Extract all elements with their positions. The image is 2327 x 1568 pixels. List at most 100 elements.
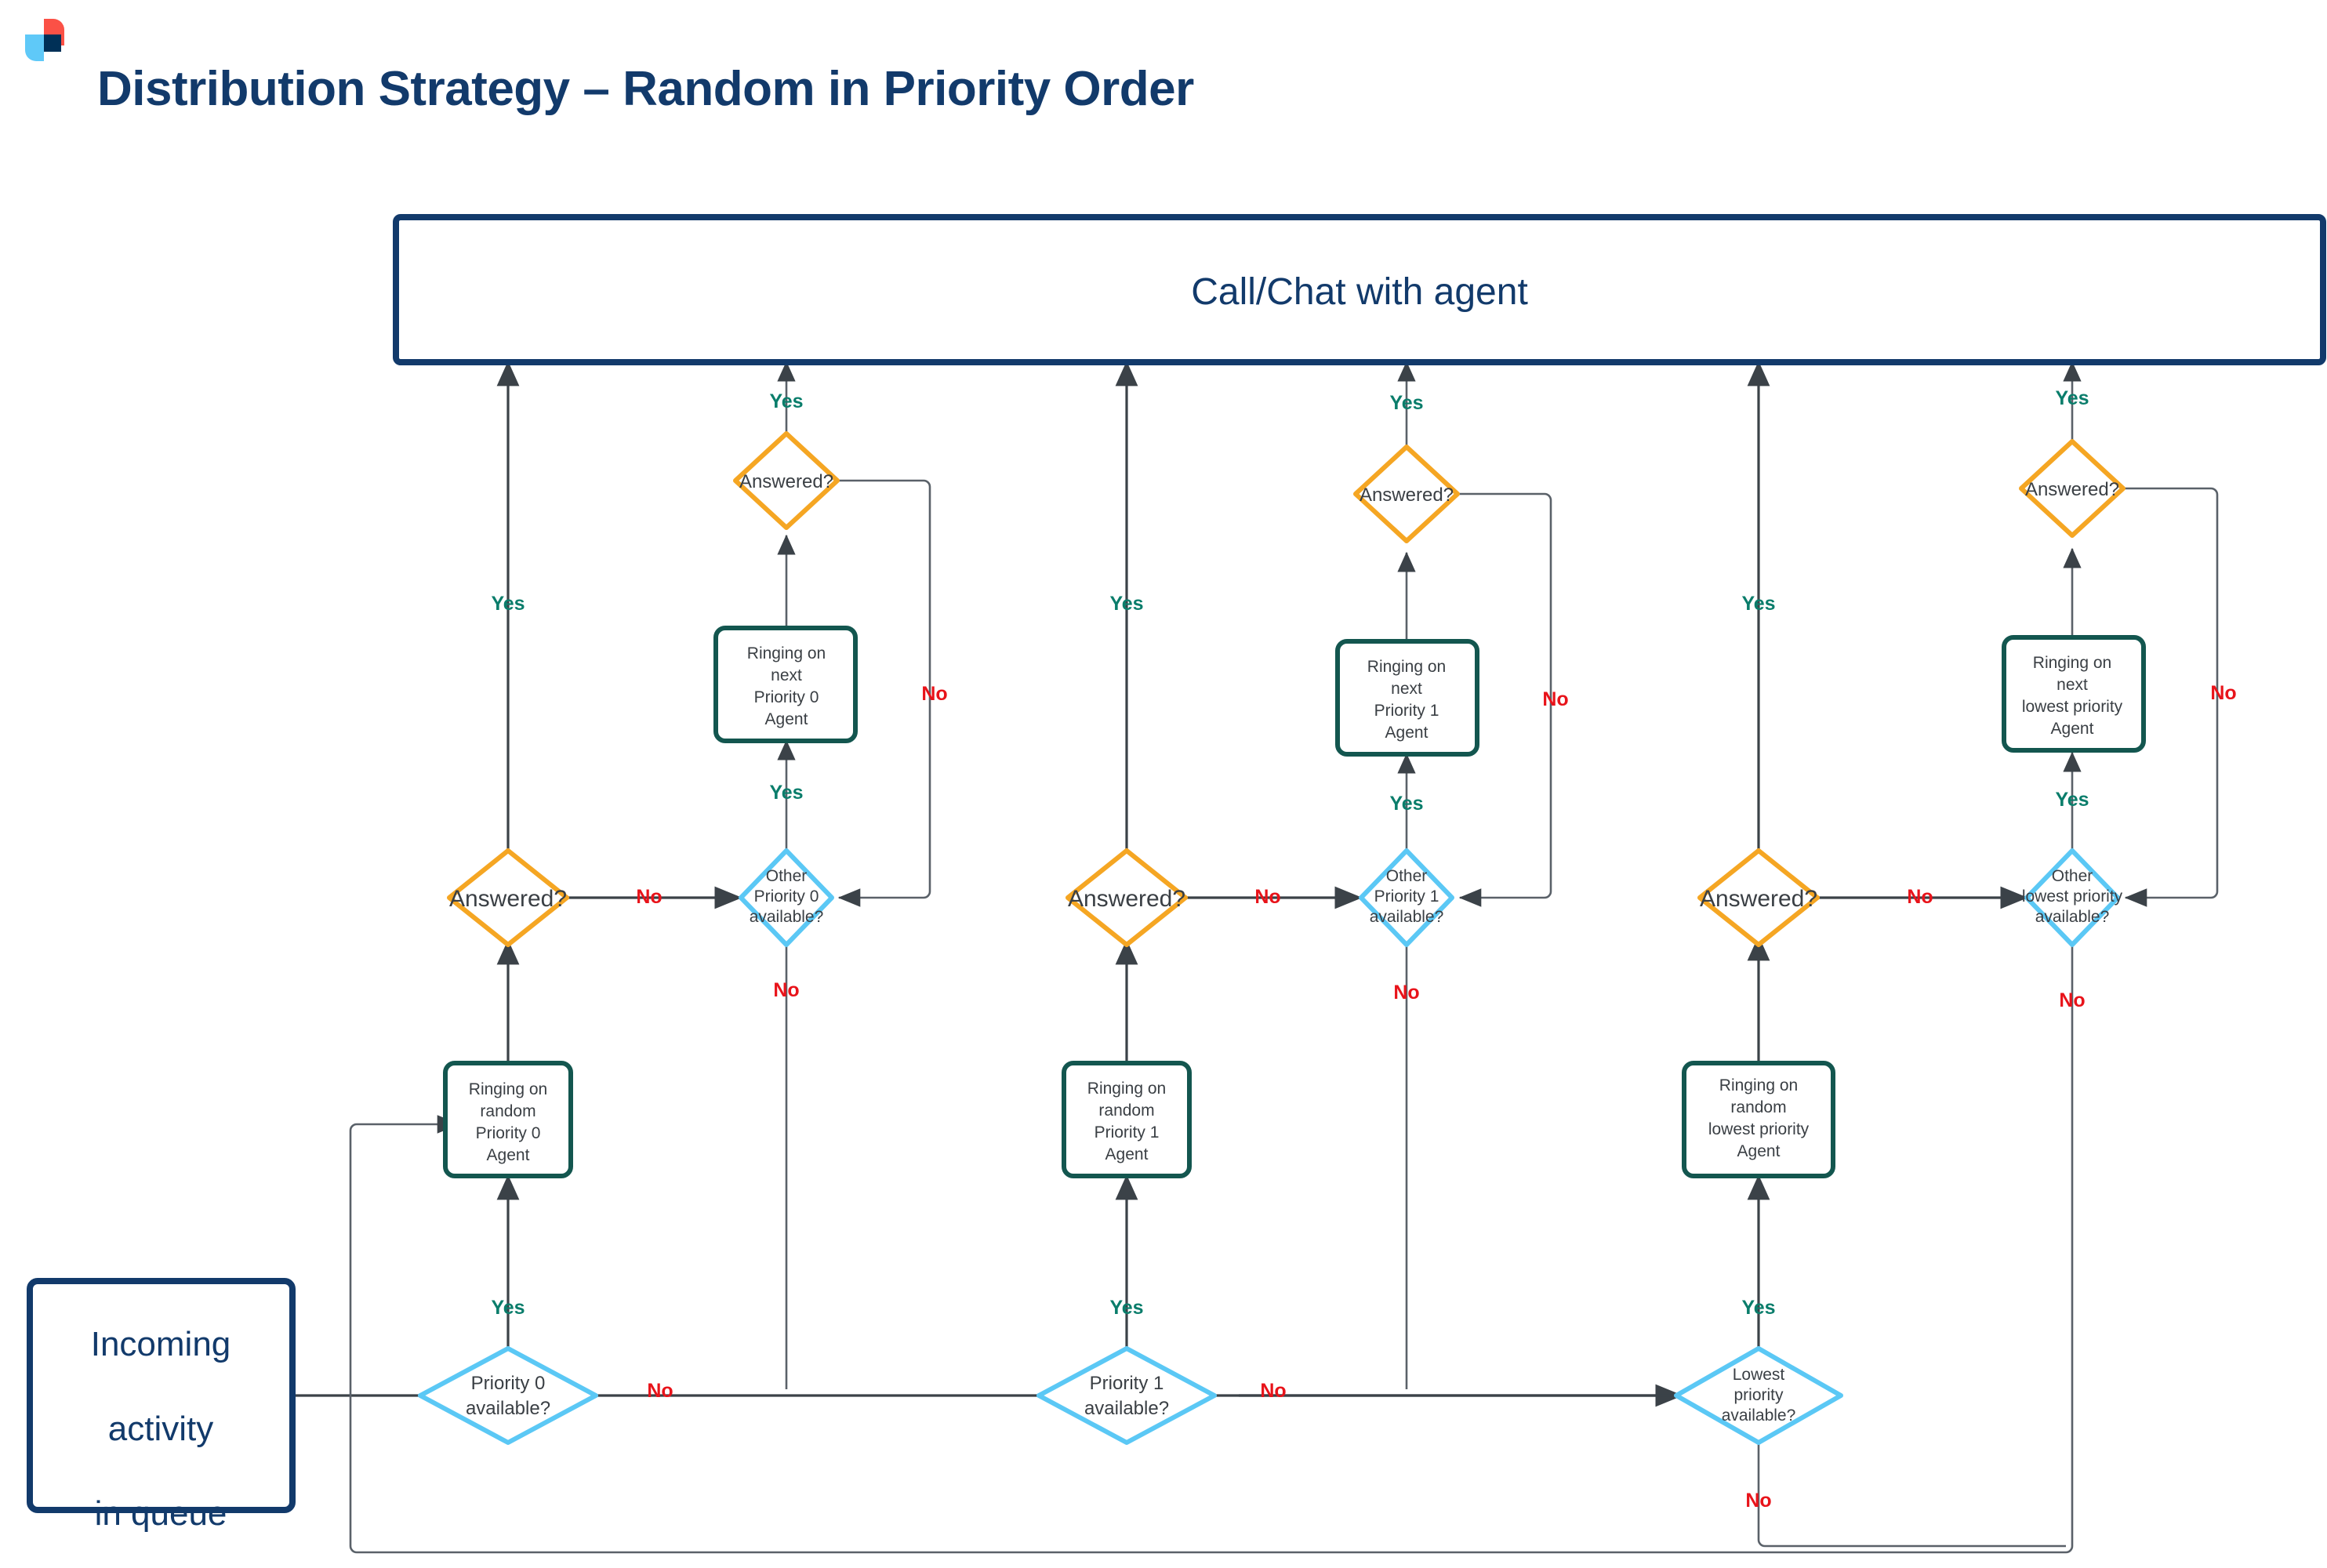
p0-other-line-3: available? bbox=[750, 908, 824, 926]
p0-entry-line-2: available? bbox=[466, 1398, 550, 1419]
label-p0-entry-no: No bbox=[647, 1380, 673, 1402]
label-p0-other-yes: Yes bbox=[769, 782, 803, 804]
app-logo bbox=[22, 17, 66, 69]
label-p1-other-yes: Yes bbox=[1389, 793, 1423, 815]
edges bbox=[292, 361, 2219, 1554]
p1-entry-line-1: Priority 1 bbox=[1090, 1373, 1164, 1394]
logo-navy-square bbox=[44, 34, 61, 52]
lp-answered2-label: Answered? bbox=[2025, 479, 2119, 500]
p0-other-line-2: Priority 0 bbox=[754, 887, 819, 906]
p0-random-line-1: Ringing on bbox=[469, 1080, 547, 1098]
start-line-3: in queue bbox=[95, 1494, 227, 1533]
label-p0-answered2-no: No bbox=[921, 683, 947, 705]
lp-next-line-4: Agent bbox=[2051, 720, 2094, 738]
p0-random-line-3: Priority 0 bbox=[476, 1124, 541, 1142]
p0-random-line-2: random bbox=[480, 1102, 535, 1120]
node-incoming-activity-in-queue[interactable]: Incoming activity in queue bbox=[27, 1278, 296, 1533]
p1-other-line-1: Other bbox=[1386, 867, 1428, 885]
label-p0-answered-no: No bbox=[636, 886, 662, 908]
lp-other-line-1: Other bbox=[2052, 867, 2093, 885]
label-p1-answered2-no: No bbox=[1542, 688, 1568, 710]
node-p1-answered-decision[interactable]: Answered? bbox=[1065, 848, 1188, 947]
lp-other-line-2: lowest priority bbox=[2022, 887, 2123, 906]
p1-random-line-2: random bbox=[1098, 1102, 1154, 1120]
node-p1-next-process[interactable]: Ringing on next Priority 1 Agent bbox=[1335, 639, 1479, 757]
p0-entry-line-1: Priority 0 bbox=[471, 1373, 546, 1394]
p1-entry-line-2: available? bbox=[1084, 1398, 1169, 1419]
node-p0-next-process[interactable]: Ringing on next Priority 0 Agent bbox=[713, 626, 858, 743]
node-p0-answered-decision[interactable]: Answered? bbox=[447, 848, 569, 947]
p0-random-line-4: Agent bbox=[487, 1146, 530, 1164]
node-p1-random-process[interactable]: Ringing on random Priority 1 Agent bbox=[1062, 1061, 1192, 1178]
label-lp-answered-no: No bbox=[1907, 886, 1933, 908]
node-lp-entry-decision[interactable]: Lowest priority available? bbox=[1674, 1346, 1843, 1445]
node-p0-answered-decision-2[interactable]: Answered? bbox=[733, 431, 840, 530]
label-p0-answered2-yes: Yes bbox=[769, 390, 803, 412]
edge-p1-answered2-no-loop bbox=[1458, 492, 1552, 907]
p1-other-line-3: available? bbox=[1370, 908, 1444, 926]
lp-random-line-2: random bbox=[1730, 1098, 1786, 1116]
label-lp-answered2-yes: Yes bbox=[2055, 387, 2089, 409]
node-lp-random-process[interactable]: Ringing on random lowest priority Agent bbox=[1682, 1061, 1835, 1178]
p1-other-line-2: Priority 1 bbox=[1374, 887, 1439, 906]
label-lp-other-no: No bbox=[2059, 989, 2085, 1011]
p1-random-line-1: Ringing on bbox=[1087, 1080, 1166, 1098]
label-p1-answered2-yes: Yes bbox=[1389, 392, 1423, 414]
label-p1-answered-yes: Yes bbox=[1109, 593, 1143, 615]
p1-next-line-2: next bbox=[1391, 680, 1422, 698]
label-p1-other-no: No bbox=[1393, 982, 1419, 1004]
p1-next-line-3: Priority 1 bbox=[1374, 702, 1439, 720]
lp-random-line-4: Agent bbox=[1737, 1142, 1781, 1160]
label-p1-entry-no: No bbox=[1260, 1380, 1286, 1402]
node-lp-answered-decision[interactable]: Answered? bbox=[1697, 848, 1820, 947]
p0-answered2-label: Answered? bbox=[739, 471, 833, 492]
lp-entry-line-3: available? bbox=[1722, 1406, 1796, 1425]
p1-answered2-label: Answered? bbox=[1360, 485, 1454, 506]
p1-random-line-3: Priority 1 bbox=[1095, 1123, 1160, 1142]
start-line-1: Incoming bbox=[91, 1325, 231, 1363]
edge-lp-answered2-no-loop bbox=[2124, 487, 2219, 907]
lp-entry-line-1: Lowest bbox=[1733, 1366, 1785, 1384]
label-p1-answered-no: No bbox=[1254, 886, 1280, 908]
p1-answered-label: Answered? bbox=[1068, 886, 1185, 912]
p1-next-line-1: Ringing on bbox=[1367, 658, 1446, 676]
p0-answered-label: Answered? bbox=[449, 886, 567, 912]
label-lp-entry-no: No bbox=[1745, 1490, 1771, 1512]
logo-blue-shape bbox=[25, 34, 44, 61]
node-p0-entry-decision[interactable]: Priority 0 available? bbox=[418, 1346, 598, 1445]
node-lp-answered-decision-2[interactable]: Answered? bbox=[2019, 439, 2126, 538]
group-lowest-priority: Lowest priority available? Ringing on ra… bbox=[1674, 387, 2237, 1512]
edge-p0-answered2-no-loop bbox=[837, 479, 931, 907]
node-lp-other-decision[interactable]: Other lowest priority available? bbox=[2022, 848, 2123, 947]
p0-next-line-3: Priority 0 bbox=[754, 688, 819, 706]
p1-next-line-4: Agent bbox=[1385, 724, 1429, 742]
p0-next-line-2: next bbox=[771, 666, 802, 684]
lp-next-line-3: lowest priority bbox=[2022, 698, 2123, 716]
edge-lp-other-no-return bbox=[349, 945, 2074, 1554]
node-p0-other-decision[interactable]: Other Priority 0 available? bbox=[739, 848, 834, 947]
label-p1-entry-yes: Yes bbox=[1109, 1297, 1143, 1319]
p0-next-line-1: Ringing on bbox=[747, 644, 826, 662]
label-lp-other-yes: Yes bbox=[2055, 789, 2089, 811]
node-call-chat-with-agent[interactable]: Call/Chat with agent bbox=[393, 214, 2326, 365]
p0-other-line-1: Other bbox=[766, 867, 808, 885]
node-p0-random-process[interactable]: Ringing on random Priority 0 Agent bbox=[443, 1061, 573, 1178]
p1-random-line-4: Agent bbox=[1105, 1145, 1149, 1163]
node-p1-entry-decision[interactable]: Priority 1 available? bbox=[1036, 1346, 1217, 1445]
page-title: Distribution Strategy – Random in Priori… bbox=[97, 62, 1194, 116]
lp-next-line-2: next bbox=[2057, 676, 2088, 694]
lp-entry-line-2: priority bbox=[1733, 1386, 1784, 1404]
start-line-2: activity bbox=[108, 1410, 213, 1448]
lp-random-line-1: Ringing on bbox=[1719, 1076, 1798, 1094]
node-p1-answered-decision-2[interactable]: Answered? bbox=[1353, 445, 1460, 543]
label-p0-entry-yes: Yes bbox=[491, 1297, 525, 1319]
node-lp-next-process[interactable]: Ringing on next lowest priority Agent bbox=[2002, 635, 2146, 753]
label-p0-other-no: No bbox=[773, 979, 799, 1001]
label-lp-answered2-no: No bbox=[2210, 682, 2236, 704]
node-p1-other-decision[interactable]: Other Priority 1 available? bbox=[1359, 848, 1454, 947]
lp-random-line-3: lowest priority bbox=[1708, 1120, 1810, 1138]
label-p0-answered-yes: Yes bbox=[491, 593, 525, 615]
lp-next-line-1: Ringing on bbox=[2033, 654, 2111, 672]
